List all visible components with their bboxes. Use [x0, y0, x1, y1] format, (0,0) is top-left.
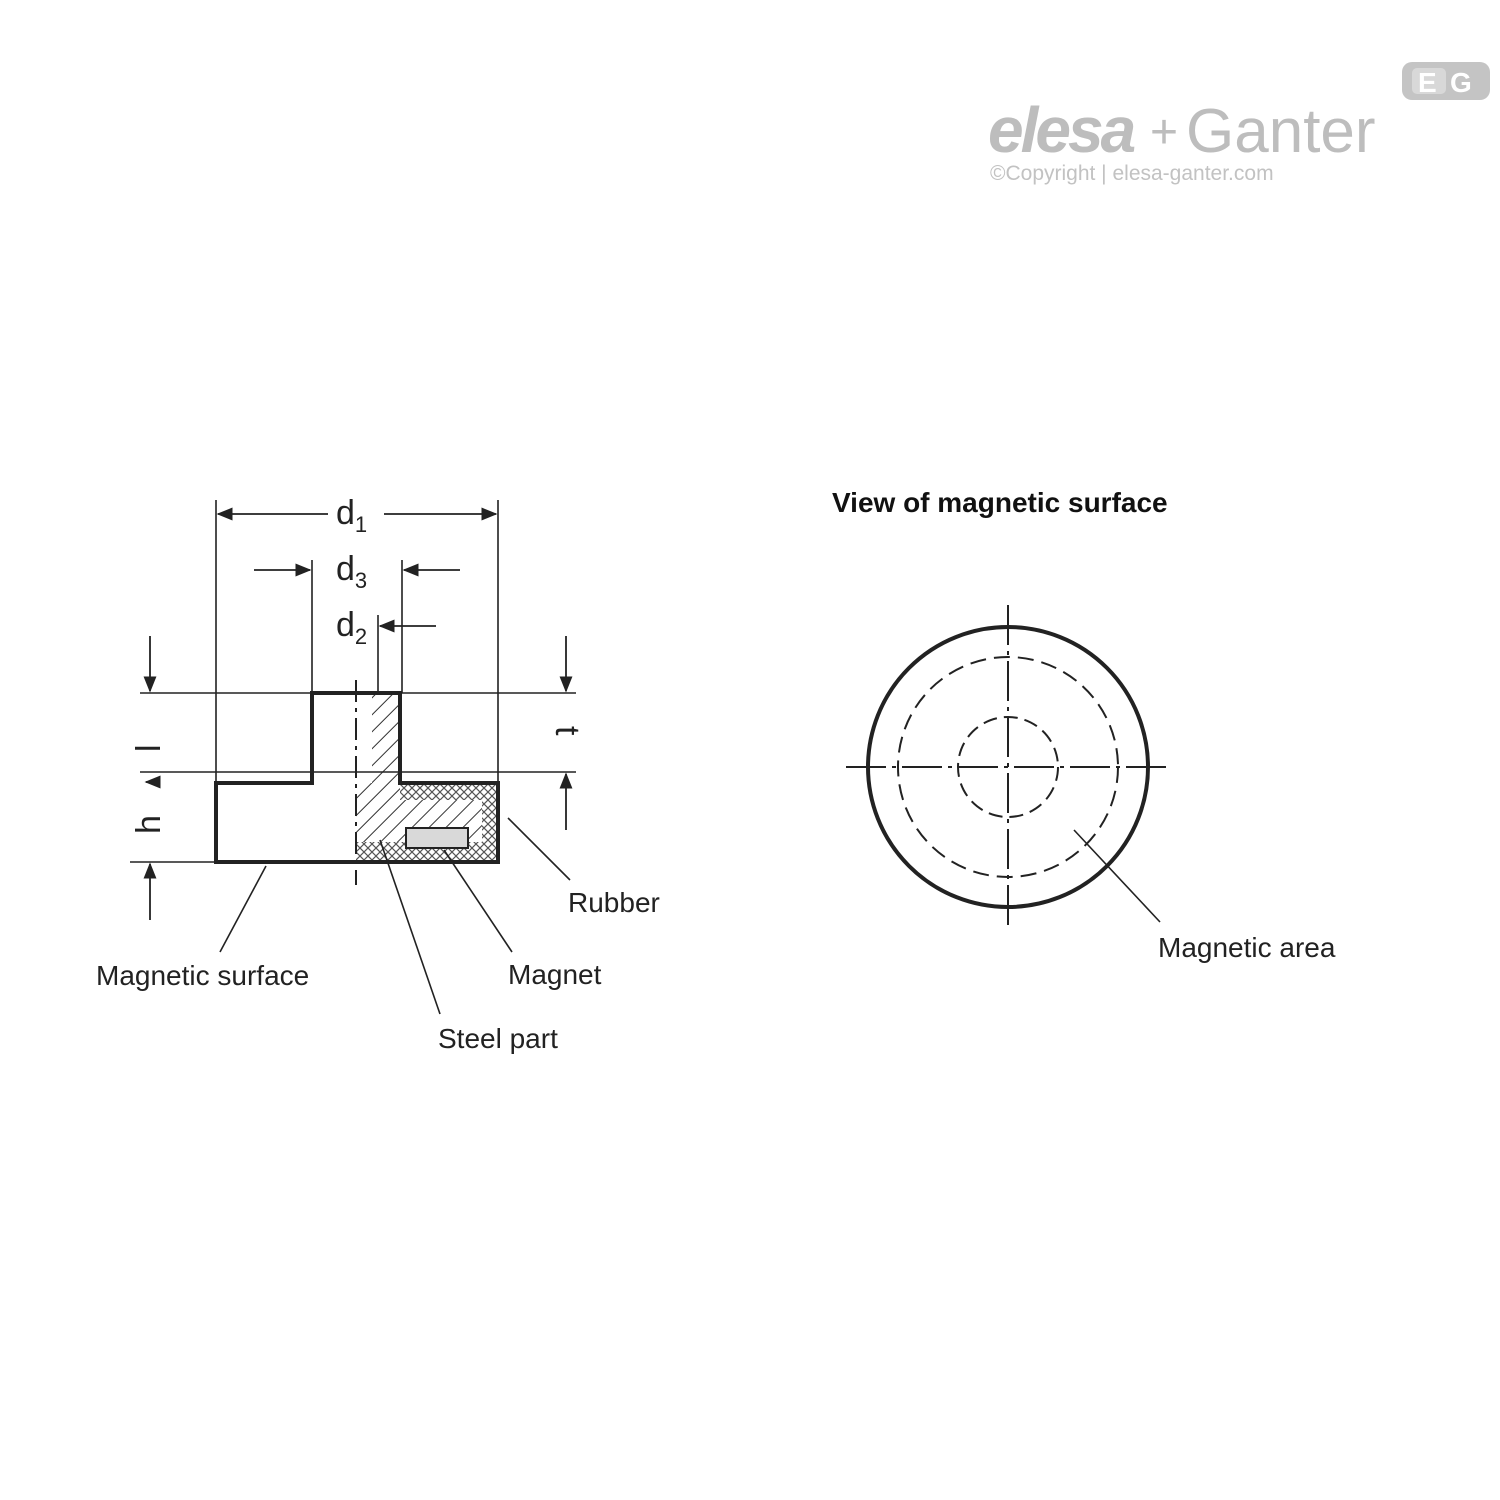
dimension-arrows — [143, 507, 573, 920]
magnet-label: Magnet — [508, 959, 602, 990]
dim-d2-label: d2 — [336, 606, 367, 649]
badge-e-text: E — [1418, 67, 1437, 98]
dimension-labels: d1 d3 d2 l h t — [130, 494, 586, 834]
logo-elesa-text: elesa — [988, 94, 1135, 166]
dim-d3-label: d3 — [336, 550, 367, 593]
surface-view — [846, 605, 1172, 930]
leader-lines — [219, 817, 571, 1015]
logo-ganter-text: Ganter — [1186, 97, 1376, 166]
dim-h-label: h — [130, 815, 168, 834]
steel-part-label: Steel part — [438, 1023, 558, 1054]
copyright-text: ©Copyright | elesa-ganter.com — [990, 162, 1274, 185]
section-view — [130, 500, 576, 1015]
magnetic-area-leader — [1073, 829, 1161, 923]
body-outline — [214, 691, 500, 864]
dim-d1-label: d1 — [336, 494, 367, 537]
logo-plus-text: + — [1150, 106, 1178, 159]
steel-part-hatch — [356, 693, 498, 862]
magnet-block — [405, 827, 469, 849]
magnetic-area-label: Magnetic area — [1158, 932, 1336, 963]
magnetic-surface-label: Magnetic surface — [96, 960, 309, 991]
elesa-ganter-logo: elesa + Ganter ©Copyright | elesa-ganter… — [988, 62, 1490, 185]
eg-badge-icon: E G — [1402, 62, 1490, 100]
section-callouts: Magnetic surface Steel part Magnet Rubbe… — [96, 887, 660, 1054]
dim-t-label: t — [548, 726, 586, 736]
surface-view-title: View of magnetic surface — [832, 487, 1168, 518]
dim-l-label: l — [130, 744, 168, 752]
badge-g-text: G — [1450, 67, 1472, 98]
rubber-label: Rubber — [568, 887, 660, 918]
